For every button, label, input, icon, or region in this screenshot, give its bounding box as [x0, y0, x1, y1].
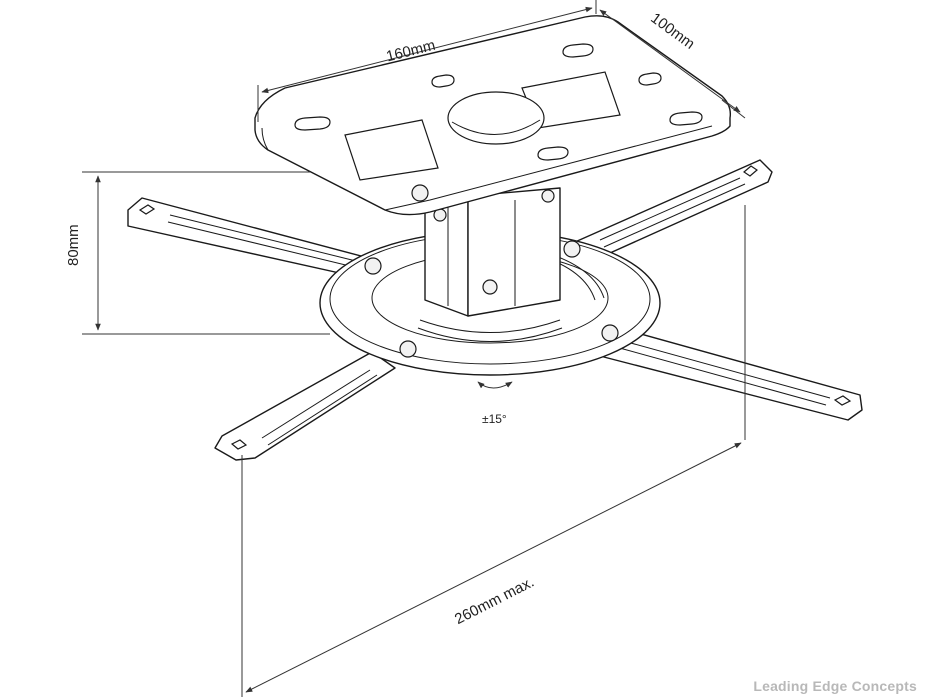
screw-icon [399, 340, 417, 358]
tilt-indicator: ±15° [477, 381, 513, 426]
screw-icon [364, 257, 382, 275]
arm-back-right [574, 159, 773, 263]
screw-icon [601, 324, 619, 342]
arm-back-left [127, 197, 396, 283]
arm-front-left [214, 351, 396, 461]
screw-icon [563, 240, 581, 258]
tilt-label: ±15° [482, 412, 507, 426]
dimension-height: 80mm [65, 171, 330, 335]
ceiling-plate [254, 15, 732, 216]
depth-label: 100mm [647, 10, 697, 53]
watermark-logo-text: Leading Edge Concepts [753, 678, 917, 694]
height-label: 80mm [65, 224, 82, 266]
extension-column [424, 187, 561, 317]
